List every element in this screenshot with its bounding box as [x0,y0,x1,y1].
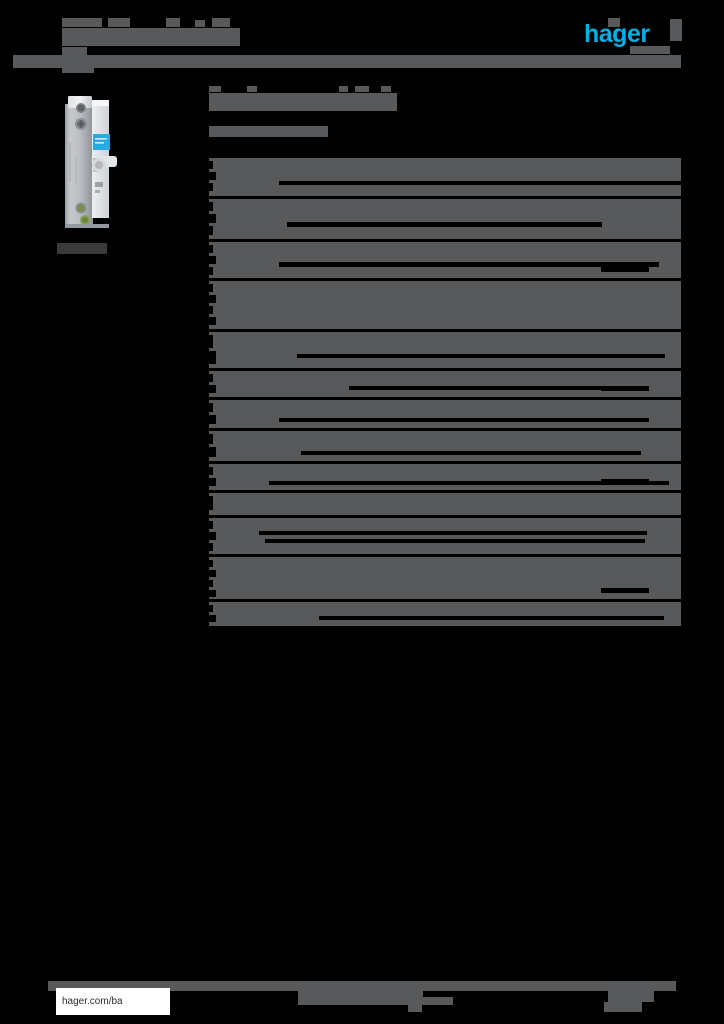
row-value-gap [319,616,664,620]
row-label-notch [209,183,213,191]
table-row [209,431,681,461]
main-content-header [209,86,681,138]
row-value-right-gap [601,267,649,272]
table-row [209,158,681,196]
row-value-gap [279,262,659,267]
row-label-notch [209,284,213,292]
row-label-notch [209,532,216,540]
row-label-notch [209,615,216,622]
logo-redaction-top [608,18,620,27]
row-label-notch [209,351,216,364]
table-row [209,493,681,515]
row-value-gap [349,386,649,390]
logo-redaction-right [670,19,682,41]
row-label-notch [209,245,213,253]
row-label-notch [209,447,216,457]
hager-logo: hager [584,18,682,54]
footer-page-number-redacted [604,1002,642,1012]
row-value-right-gap [601,588,649,593]
product-illustration [65,96,117,228]
row-label-notch [209,295,216,303]
row-value-right-gap [601,479,649,484]
row-label-notch [209,256,216,264]
table-row [209,199,681,239]
row-label-notch [209,415,216,424]
table-row [209,371,681,397]
row-value-gap [287,222,602,227]
table-row [209,242,681,278]
row-label-notch [209,374,213,382]
footer-center-redacted [298,991,423,1005]
table-row [209,281,681,329]
row-label-notch [209,580,213,587]
footer-divider-rule [48,981,676,991]
table-row [209,400,681,428]
row-label-notch [209,161,213,169]
row-label-notch [209,496,213,510]
logo-redaction-bottom [630,46,670,54]
row-label-notch [209,214,216,223]
row-value-right-gap [601,386,649,391]
row-value-gap [279,418,649,422]
footer-center-redacted-2 [423,997,453,1005]
footer-right-redacted [608,991,654,1002]
row-label-notch [209,467,213,475]
footer-center-redacted-3 [408,1003,422,1012]
row-label-notch [209,560,213,567]
row-value-gap [259,531,647,535]
row-label-notch [209,172,216,180]
row-label-notch [209,434,213,444]
table-row [209,464,681,490]
row-value-gap [265,539,645,543]
row-value-gap [301,451,641,455]
row-label-notch [209,543,213,551]
row-label-notch [209,590,216,597]
table-row [209,332,681,368]
page-header: hager [0,0,724,73]
row-value-gap [279,181,681,185]
hager-logo-text: hager [584,20,650,48]
row-label-notch [209,267,213,275]
table-row [209,557,681,599]
product-image [55,86,145,234]
specification-table [209,158,681,629]
row-label-notch [209,521,213,529]
row-label-notch [209,478,216,486]
row-label-notch [209,385,216,393]
page-footer: hager.com/ba [48,981,676,1015]
row-value-gap [269,481,669,485]
table-row [209,602,681,626]
table-row [209,518,681,554]
row-label-notch [209,570,216,577]
row-label-notch [209,403,213,412]
product-caption-redacted [57,243,107,254]
footer-url-box[interactable]: hager.com/ba [56,988,170,1015]
page-title [209,86,681,116]
header-divider-rule [13,55,681,68]
row-label-notch [209,317,216,325]
row-label-notch [209,335,213,348]
page-subtitle [209,116,681,138]
row-value-gap [297,354,665,358]
row-label-notch [209,202,213,211]
row-label-notch [209,605,213,612]
row-label-notch [209,226,213,235]
row-label-notch [209,306,213,314]
